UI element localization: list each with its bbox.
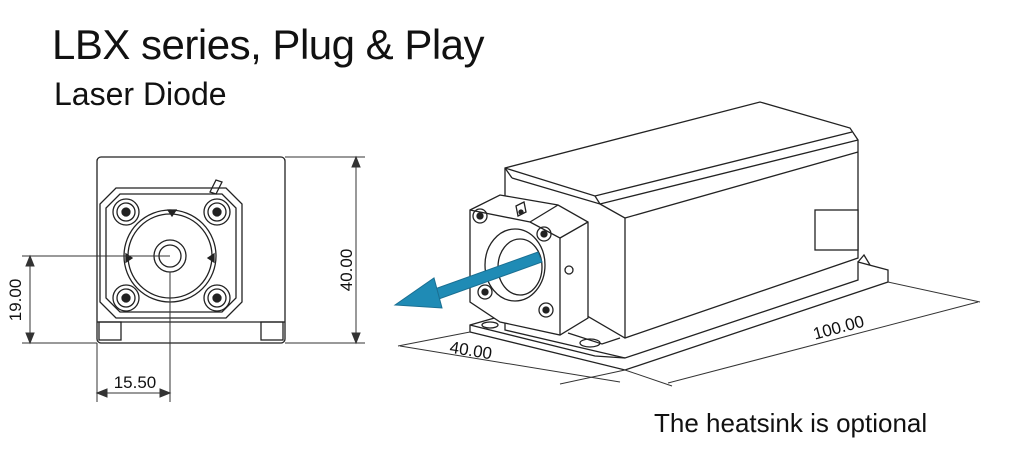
front-dim-axis-width-label: 15.50 xyxy=(114,373,157,392)
front-flange xyxy=(99,187,243,319)
front-dim-axis-height-label: 19.00 xyxy=(6,279,25,322)
screw-bottom-left xyxy=(112,284,140,312)
iso-rear-tab xyxy=(814,209,859,251)
base-foot-left xyxy=(98,321,122,341)
base-foot-right xyxy=(260,321,284,341)
screw-bottom-right xyxy=(203,284,231,312)
laser-beam-arrow xyxy=(393,251,543,309)
heatsink-note: The heatsink is optional xyxy=(654,408,928,438)
iso-view-dimensions xyxy=(397,281,981,387)
front-body-outline xyxy=(96,156,286,344)
front-view xyxy=(96,156,286,344)
screw-top-right xyxy=(203,198,231,226)
screw-top-left xyxy=(112,198,140,226)
iso-lens-opening xyxy=(484,228,546,302)
page-title: LBX series, Plug & Play xyxy=(52,21,485,68)
iso-view xyxy=(469,101,889,371)
page-subtitle: Laser Diode xyxy=(54,76,227,112)
front-view-dimensions xyxy=(22,155,365,402)
iso-dim-width-label: 40.00 xyxy=(448,338,493,363)
front-dim-height-label: 40.00 xyxy=(337,249,356,292)
